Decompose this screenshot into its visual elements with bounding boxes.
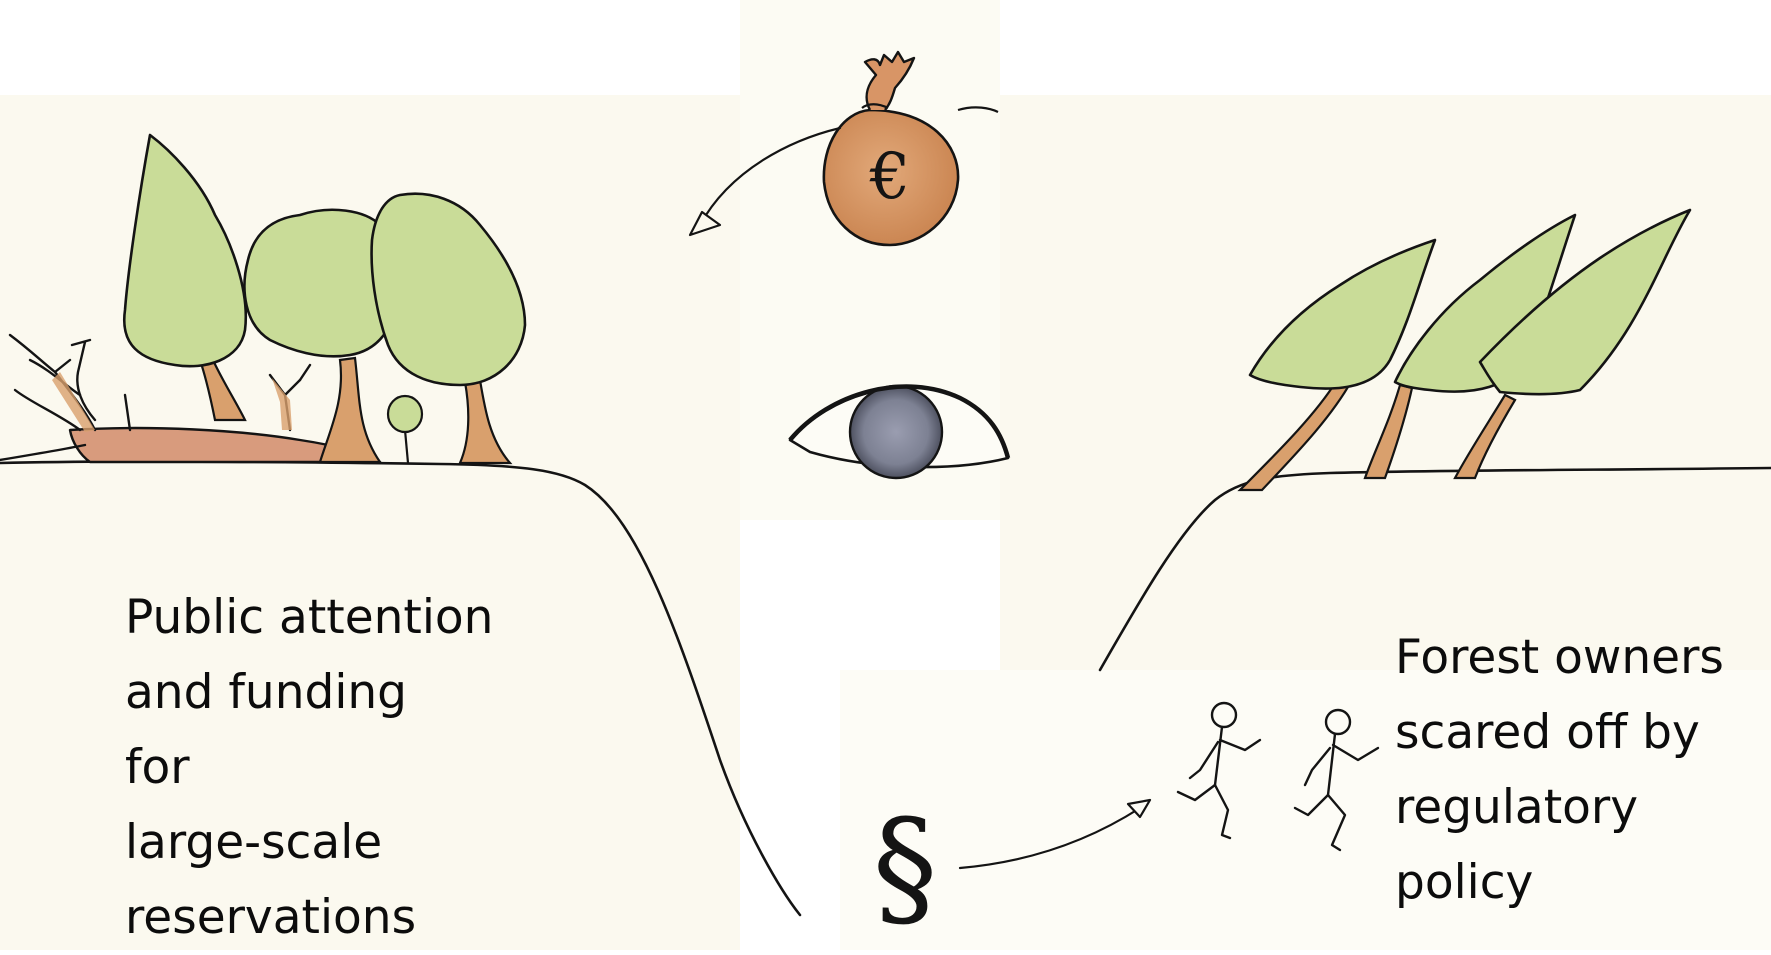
section-sign-icon: §	[873, 791, 938, 943]
eye-iris	[850, 386, 942, 478]
caption-left: Public attention and funding for large-s…	[125, 580, 493, 955]
caption-right: Forest owners scared off by regulatory p…	[1395, 620, 1724, 920]
paper-background-right	[1000, 95, 1771, 670]
currency-symbol: €	[869, 140, 911, 214]
